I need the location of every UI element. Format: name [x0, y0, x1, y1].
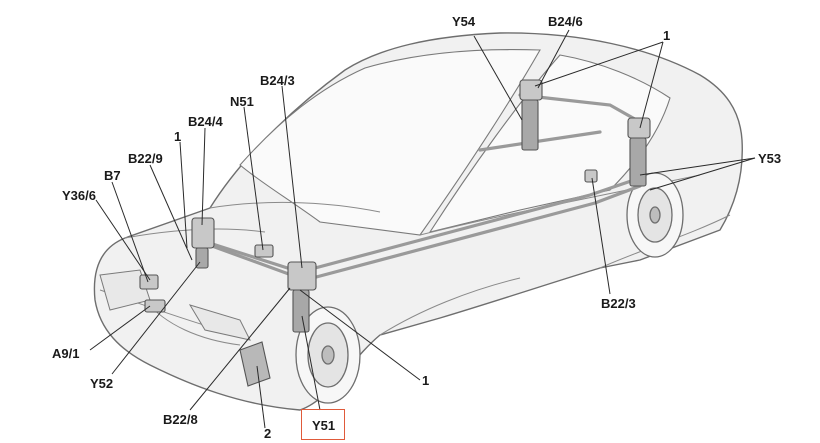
label-N51: N51 [230, 94, 254, 109]
label-B7: B7 [104, 168, 121, 183]
rear-wheel [626, 172, 684, 258]
label-B22-8: B22/8 [163, 412, 198, 427]
label-1-left: 1 [174, 129, 182, 144]
label-B24-4: B24/4 [188, 114, 223, 129]
leader-lines [89, 29, 756, 429]
label-B24-3: B24/3 [260, 73, 295, 88]
label-Y52: Y52 [90, 376, 114, 391]
label-1-top: 1 [663, 28, 671, 43]
suspension-components [139, 79, 651, 387]
label-2: 2 [264, 426, 272, 441]
label-B24-6: B24/6 [548, 14, 583, 29]
label-A9-1: A9/1 [52, 346, 80, 361]
front-details [99, 269, 251, 341]
label-Y54: Y54 [452, 14, 476, 29]
label-Y36-6: Y36/6 [62, 188, 96, 203]
label-B22-3: B22/3 [601, 296, 636, 311]
air-lines [198, 93, 642, 282]
label-1-right: 1 [422, 373, 430, 388]
label-Y51: Y51 [312, 418, 336, 433]
highlight-box-Y51 [301, 409, 345, 440]
label-Y53: Y53 [758, 151, 782, 166]
front-wheel [295, 306, 361, 404]
label-B22-9: B22/9 [128, 151, 163, 166]
